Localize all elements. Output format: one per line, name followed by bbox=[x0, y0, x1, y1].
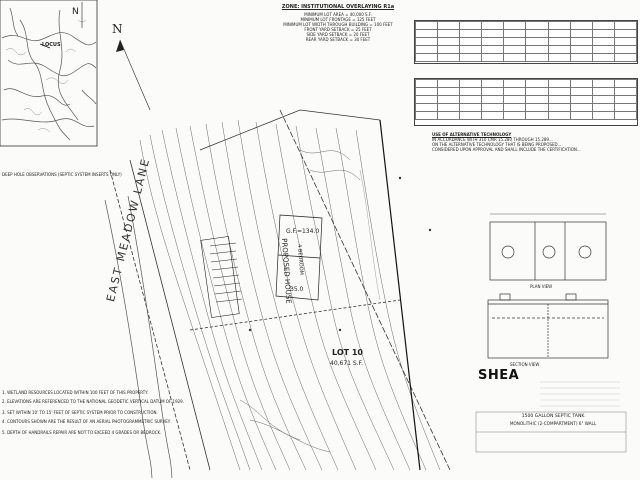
zoning-item: MINIMUM LOT FRONTAGE = 125 FEET bbox=[300, 17, 376, 22]
road-edges bbox=[104, 195, 173, 479]
alt-tech-line: IN ACCORDANCE WITH 310 CMR 15.280 THROUG… bbox=[432, 137, 553, 142]
note-line: 3. SET WITHIN 10' TO 15' FEET OF SEPTIC … bbox=[2, 410, 158, 415]
lot-area: 40,671 S.F. bbox=[330, 360, 364, 367]
deep-hole-table-2 bbox=[414, 78, 638, 126]
alt-tech-note: USE OF ALTERNATIVE TECHNOLOGY IN ACCORDA… bbox=[432, 132, 632, 152]
lot-label: LOT 10 bbox=[332, 348, 363, 357]
plan-view-label: PLAN VIEW bbox=[530, 284, 553, 289]
tank-subtitle: MONOLITHIC (2-COMPARTMENT) 6" WALL bbox=[509, 421, 597, 426]
section-view-label: SECTION VIEW bbox=[510, 362, 540, 367]
note-line: 2. ELEVATIONS ARE REFERENCED TO THE NATI… bbox=[2, 399, 184, 404]
zoning-item: SIDE YARD SETBACK = 20 FEET bbox=[306, 32, 370, 37]
title-block bbox=[475, 411, 627, 453]
general-notes: 1. WETLAND RESOURCES LOCATED WITHIN 100 … bbox=[2, 390, 232, 435]
tank-section-view bbox=[487, 293, 609, 359]
zoning-item: REAR YARD SETBACK = 30 FEET bbox=[305, 37, 371, 42]
tank-brand-logo: SHEA bbox=[478, 368, 520, 383]
house-dimension: 35.0 bbox=[290, 286, 304, 293]
leach-field bbox=[200, 236, 243, 318]
alt-tech-heading: USE OF ALTERNATIVE TECHNOLOGY bbox=[432, 132, 512, 137]
deep-hole-table-1 bbox=[414, 20, 638, 64]
note-line: 5. DEPTH OF HANDRAILS REPAIR ARE NOT TO … bbox=[2, 430, 162, 435]
zoning-item: MINIMUM LOT AREA = 40,000 S.F. bbox=[304, 12, 372, 17]
contour-lines bbox=[139, 119, 441, 471]
zoning-block: ZONE: INSTITUTIONAL OVERLAYING R1a MINIM… bbox=[268, 4, 408, 42]
north-arrow-head bbox=[116, 40, 124, 52]
zoning-heading: ZONE: INSTITUTIONAL OVERLAYING R1a bbox=[281, 4, 395, 10]
zoning-item: MINIMUM LOT WIDTH THROUGH BUILDING = 100… bbox=[283, 22, 393, 27]
tank-plan-view bbox=[489, 213, 607, 281]
alt-tech-line: CONSIDERED UPON APPROVAL AND SHALL INCLU… bbox=[432, 147, 581, 152]
markers bbox=[248, 176, 432, 332]
note-line: 4. CONTOURS SHOWN ARE THE RESULT OF AN A… bbox=[2, 419, 171, 424]
house-elevation: G.F.=134.0 bbox=[286, 228, 320, 235]
locus-roads bbox=[1, 7, 97, 141]
spec-notes bbox=[540, 381, 620, 407]
lot-lines bbox=[109, 109, 451, 471]
locus-north-n: N bbox=[72, 7, 79, 17]
tank-title: 1500 GALLON SEPTIC TANK bbox=[521, 414, 585, 419]
locus-map-frame bbox=[0, 0, 98, 147]
north-arrow-label: N bbox=[112, 22, 123, 36]
locus-label: LOCUS bbox=[42, 42, 61, 48]
soil-label: DEEP HOLE OBSERVATIONS (SEPTIC SYSTEM IN… bbox=[2, 172, 122, 177]
north-arrow-line bbox=[119, 39, 151, 111]
note-line: 1. WETLAND RESOURCES LOCATED WITHIN 100 … bbox=[2, 390, 149, 395]
stone-wall bbox=[359, 169, 381, 301]
locus-pointer bbox=[39, 43, 51, 49]
proposed-house-outline bbox=[275, 214, 323, 301]
zoning-item: FRONT YARD SETBACK = 25 FEET bbox=[304, 27, 372, 32]
alt-tech-line: ON THE ALTERNATIVE TECHNOLOGY THAT IS BE… bbox=[432, 142, 562, 147]
